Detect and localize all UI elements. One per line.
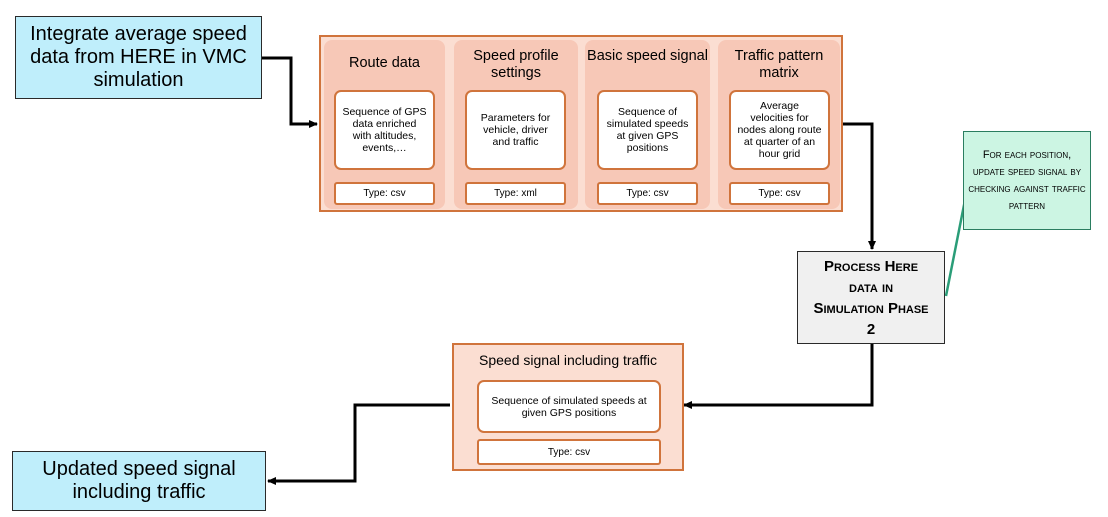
column-type-label: Type: csv — [729, 182, 830, 205]
process-box: Process Here data in Simulation Phase 2 — [797, 251, 945, 344]
output-description: Sequence of simulated speeds at given GP… — [477, 380, 661, 433]
column-description: Average velocities for nodes along route… — [729, 90, 830, 170]
column-title: Route data — [349, 55, 420, 71]
column-title: Speed profile settings — [473, 48, 559, 81]
column-type-label: Type: csv — [597, 182, 698, 205]
start-box: Integrate average speed data from HERE i… — [15, 16, 262, 99]
column-title: Traffic pattern matrix — [734, 48, 824, 81]
arrow-output-to-end — [267, 403, 450, 485]
column-route-data: Route data Sequence of GPS data enriched… — [324, 40, 445, 209]
process-note: For each position, update speed signal b… — [963, 131, 1091, 230]
column-description: Sequence of GPS data enriched with altit… — [334, 90, 435, 170]
column-type-label: Type: csv — [334, 182, 435, 205]
arrow-start-to-inputs — [262, 56, 318, 128]
column-description: Parameters for vehicle, driver and traff… — [465, 90, 566, 170]
column-basic-speed-signal: Basic speed signal Sequence of simulated… — [585, 40, 710, 209]
input-data-container: Route data Sequence of GPS data enriched… — [319, 35, 843, 212]
arrow-process-to-output — [683, 344, 874, 409]
column-speed-profile-settings: Speed profile settings Parameters for ve… — [454, 40, 578, 209]
column-type-label: Type: xml — [465, 182, 566, 205]
output-title: Speed signal including traffic — [479, 352, 657, 368]
output-type-label: Type: csv — [477, 439, 661, 465]
arrow-inputs-to-process — [843, 122, 876, 250]
note-callout-line — [944, 194, 968, 297]
output-data-container: Speed signal including traffic Sequence … — [452, 343, 684, 471]
end-box: Updated speed signal including traffic — [12, 451, 266, 511]
column-description: Sequence of simulated speeds at given GP… — [597, 90, 698, 170]
column-traffic-pattern-matrix: Traffic pattern matrix Average velocitie… — [718, 40, 840, 209]
column-title: Basic speed signal — [587, 48, 708, 64]
